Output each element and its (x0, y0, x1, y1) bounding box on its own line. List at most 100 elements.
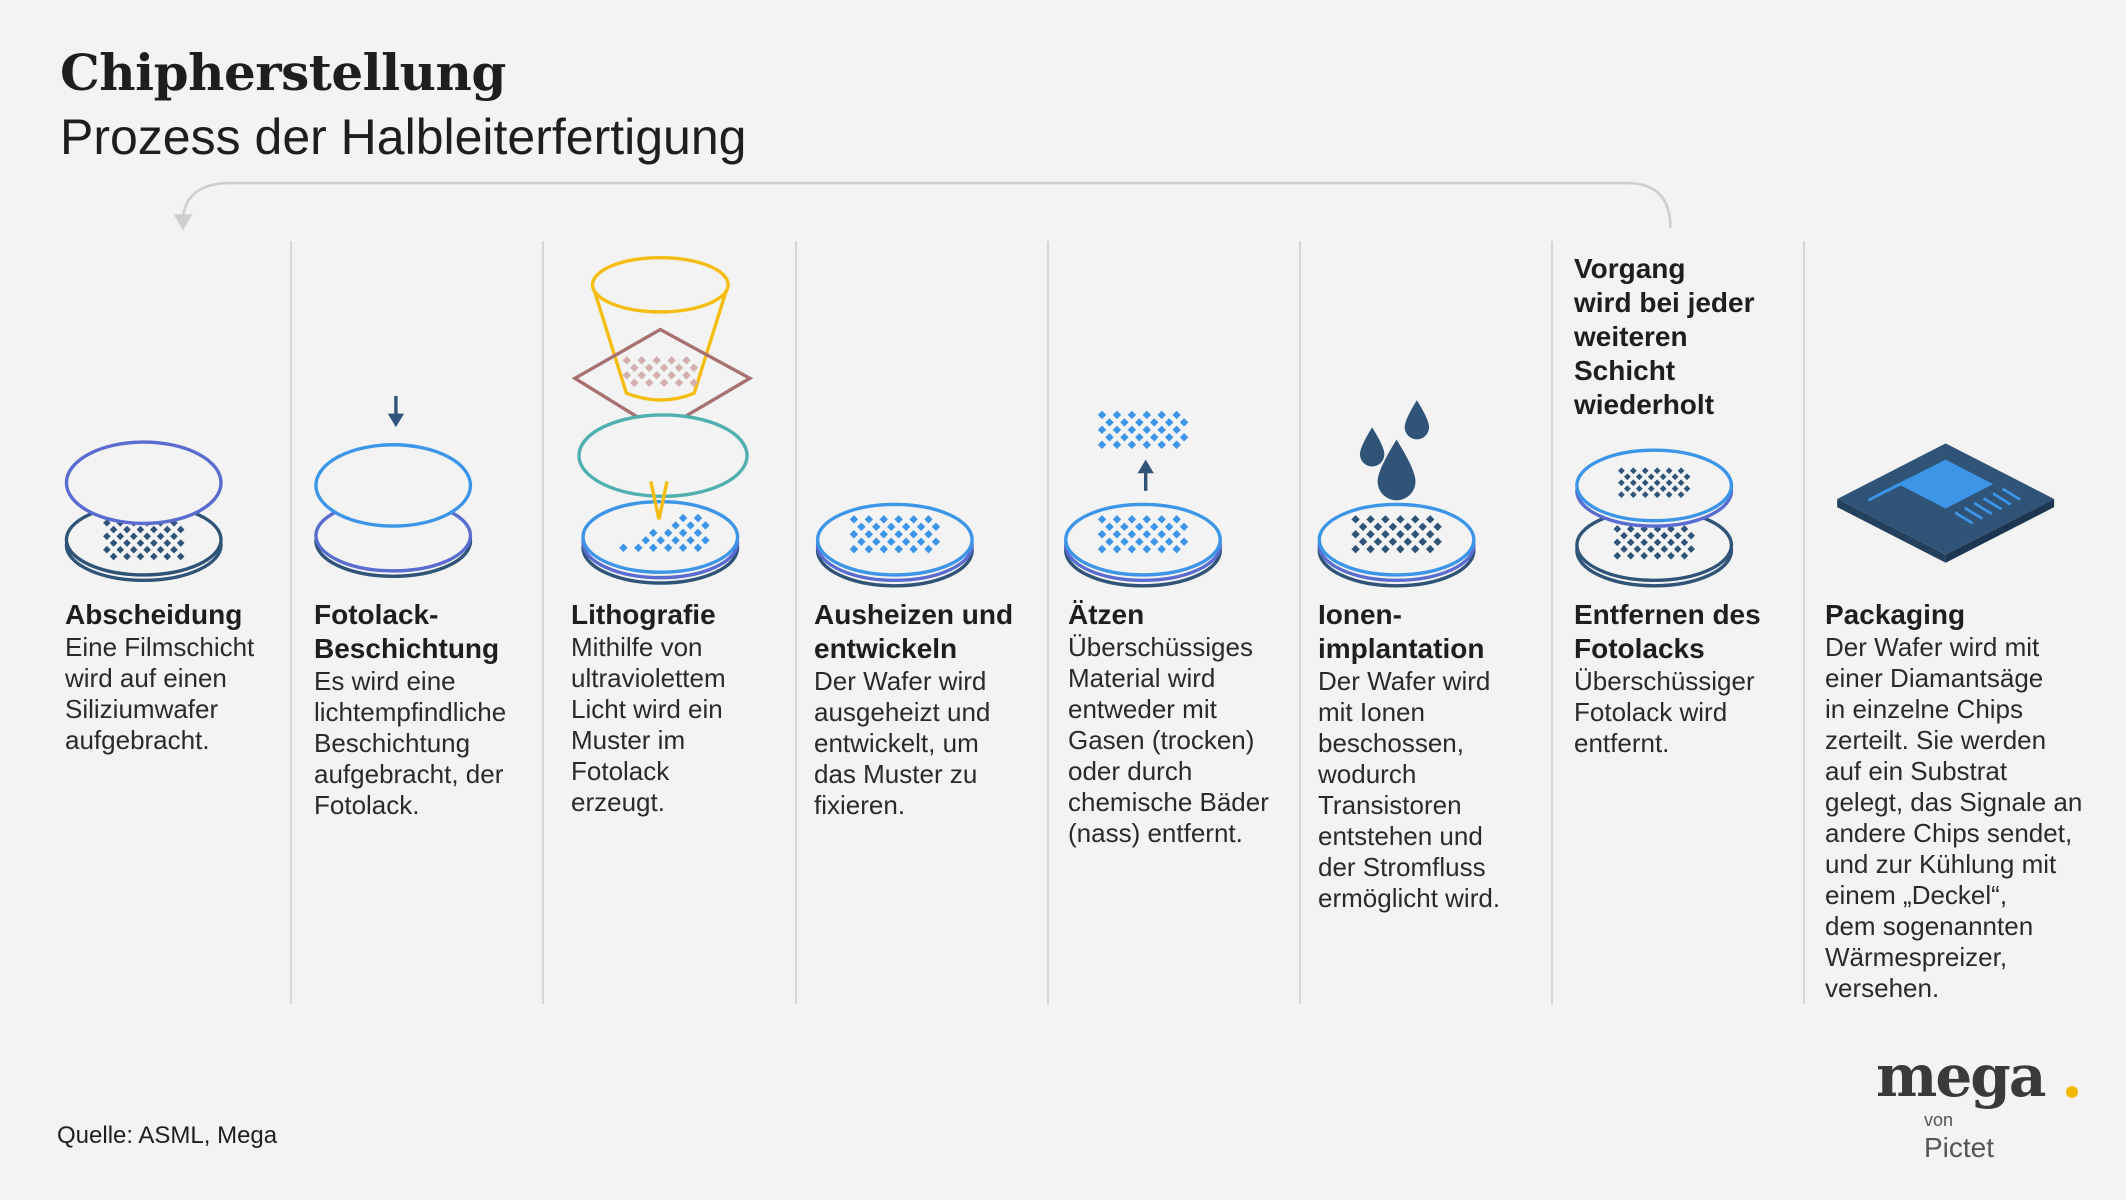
pattern-dot (1381, 515, 1390, 524)
pattern-dot (1179, 433, 1189, 442)
pattern-dot (637, 356, 646, 365)
pattern-dot (1366, 544, 1375, 554)
pattern-dot (1680, 538, 1689, 547)
pattern-dot (644, 363, 654, 373)
pattern-dot (652, 371, 661, 380)
wafer-layer (815, 502, 974, 577)
pattern-dot (1142, 440, 1152, 449)
pattern-dot (894, 530, 903, 539)
pattern-dot (678, 543, 688, 553)
pattern-dot (1425, 515, 1435, 524)
chip-pin (1954, 511, 1974, 525)
chip-pin (1963, 506, 1983, 520)
pattern-dot (674, 378, 684, 387)
pattern-dot (1105, 418, 1114, 427)
step-text: Der Wafer wird ausgeheizt und entwickelt… (814, 666, 991, 820)
divider (542, 241, 544, 1004)
pattern-dot (1687, 545, 1695, 553)
pattern-dot (1120, 418, 1129, 427)
wafer-layer (1317, 502, 1476, 577)
wafer-drawings (64, 255, 2055, 588)
pattern-dot (1381, 530, 1390, 539)
pattern-dot (150, 525, 158, 534)
pattern-dot (1366, 530, 1375, 539)
pattern-dot (129, 532, 138, 541)
pattern-dot (667, 356, 676, 365)
step-title: Entfernen des Fotolacks (1574, 599, 1761, 664)
pattern-dot (1142, 410, 1152, 420)
repeat-note: Vorgang wird bei jeder weiteren Schicht … (1574, 253, 1755, 420)
step-text: Überschüssiger Fotolack wird entfernt. (1574, 666, 1755, 758)
page-subtitle: Prozess der Halbleiterfertigung (60, 109, 747, 165)
pattern-dot (1120, 433, 1129, 442)
pattern-dot (1150, 433, 1159, 442)
chip-side (1945, 498, 2055, 563)
ion-droplet-icon (1377, 439, 1416, 501)
arrow-down-icon (387, 413, 405, 428)
pattern-dot (103, 519, 111, 527)
step-title: Lithografie (571, 599, 716, 630)
chip-pin (1915, 464, 1937, 478)
pattern-dot (150, 539, 158, 547)
pattern-dot (1640, 538, 1648, 547)
pattern-dot (630, 363, 639, 373)
chip-pin (2001, 487, 2021, 501)
pattern-dot (176, 539, 185, 547)
pattern-dot (163, 539, 172, 547)
step-title: Abscheidung (65, 599, 243, 630)
pattern-dot (1641, 467, 1649, 475)
step-text: Überschüssiges Material wird entweder mi… (1068, 632, 1269, 848)
film-layer (64, 440, 223, 526)
chip-pin (1973, 501, 1993, 516)
pattern-dot (1411, 515, 1420, 524)
pattern-dot (1641, 479, 1649, 487)
chip-pin (1992, 492, 2012, 506)
pattern-dot (909, 530, 918, 539)
pattern-dot (1659, 473, 1667, 481)
pattern-dot (667, 371, 676, 380)
step-title: Ätzen (1068, 599, 1145, 630)
pattern-dot (1150, 418, 1159, 427)
pattern-dot (1373, 537, 1383, 546)
pattern-dot (1667, 552, 1675, 560)
step-text: Es wird eine lichtempfindliche Beschicht… (314, 666, 507, 820)
pattern-dot (1425, 544, 1435, 554)
pattern-dot (1097, 440, 1107, 449)
pattern-dot (637, 371, 646, 380)
pattern-dot (894, 544, 903, 554)
divider (1299, 241, 1301, 1004)
divider (1047, 241, 1049, 1004)
arrow-up-icon (1137, 459, 1154, 474)
logo-dot (2066, 1086, 2078, 1098)
divider (1551, 241, 1553, 1004)
chip-side (1837, 498, 1946, 563)
pattern-dot (1112, 410, 1122, 420)
pattern-dot (644, 378, 654, 387)
step-text: Mithilfe von ultraviolettem Licht wird e… (571, 632, 726, 817)
pattern-dot (1164, 433, 1174, 442)
pattern-dot (1164, 418, 1174, 427)
pattern-dot (1671, 473, 1679, 481)
pattern-dot (652, 356, 661, 365)
pattern-dot (1112, 425, 1122, 435)
pattern-dot (634, 543, 643, 553)
logo-von: von (1924, 1110, 1954, 1130)
pattern-dot (163, 525, 172, 534)
pattern-dot (909, 544, 918, 554)
pattern-dot (682, 371, 691, 380)
pattern-dot (1640, 552, 1648, 560)
pattern-dot (901, 537, 911, 546)
logo-company: Pictet (1924, 1132, 1995, 1163)
ion-droplet-icon (1404, 400, 1430, 440)
pattern-dot (150, 552, 158, 561)
pattern-dot (103, 532, 111, 541)
pattern-dot (916, 522, 926, 532)
